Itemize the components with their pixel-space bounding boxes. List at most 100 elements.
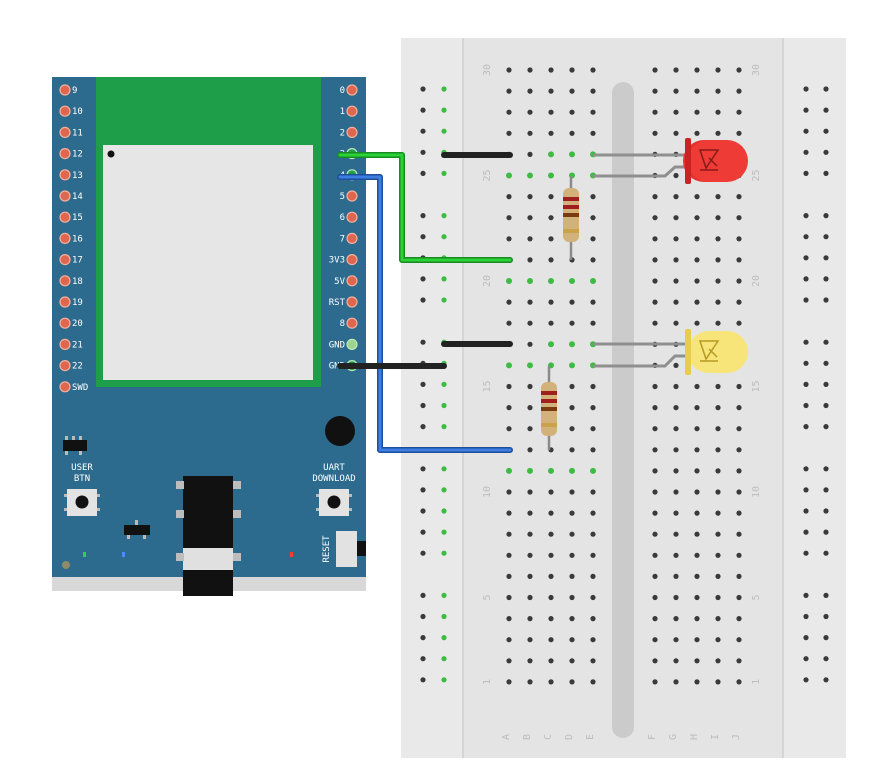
center-channel	[612, 82, 634, 738]
user-btn-label-2: BTN	[74, 474, 90, 484]
pin-hole	[59, 169, 71, 181]
breadboard-hole	[673, 658, 679, 664]
pin-hole	[59, 338, 71, 350]
breadboard-hole	[569, 616, 575, 622]
breadboard-hole	[548, 658, 554, 664]
rail-hole	[803, 234, 809, 240]
breadboard-hole	[569, 531, 575, 537]
breadboard-hole	[548, 637, 554, 643]
breadboard-hole	[673, 215, 679, 221]
breadboard-hole	[673, 383, 679, 390]
rail-hole	[803, 635, 809, 641]
breadboard-hole	[694, 383, 700, 390]
breadboard-hole	[506, 278, 512, 284]
pin-hole	[59, 190, 71, 202]
breadboard-hole	[715, 637, 721, 643]
breadboard-hole	[673, 447, 679, 453]
rail-hole	[803, 466, 809, 472]
breadboard-hole	[527, 362, 533, 369]
pin-label: 2	[340, 128, 345, 138]
pin-hole	[346, 211, 358, 223]
rail-hole	[420, 677, 426, 683]
breadboard-hole	[673, 257, 679, 263]
pin-hole	[346, 84, 358, 96]
breadboard-hole	[590, 405, 596, 411]
rail-hole	[441, 276, 447, 282]
rail-hole	[441, 677, 447, 683]
breadboard-hole	[590, 637, 596, 643]
breadboard-hole	[506, 510, 512, 516]
pin-hole	[346, 317, 358, 329]
breadboard-hole	[590, 299, 596, 305]
pin-label: 16	[72, 234, 83, 244]
breadboard-hole	[673, 362, 679, 368]
breadboard-hole	[548, 320, 554, 326]
uart-download-button[interactable]	[316, 489, 352, 516]
breadboard-hole	[736, 257, 742, 263]
breadboard-hole	[548, 594, 554, 601]
breadboard-hole	[569, 341, 575, 348]
pin-label: 5V	[334, 277, 345, 287]
breadboard-hole	[715, 236, 721, 242]
user-button[interactable]	[64, 489, 100, 516]
column-label: F	[647, 734, 658, 740]
rail-hole	[803, 149, 809, 155]
breadboard-hole	[506, 109, 512, 115]
pin-hole	[59, 254, 71, 266]
breadboard-hole	[652, 215, 658, 221]
row-number-left: 30	[482, 64, 493, 76]
breadboard-hole	[506, 616, 512, 622]
row-number-left: 1	[482, 679, 493, 685]
breadboard-hole	[527, 426, 533, 432]
breadboard-hole	[548, 679, 554, 685]
breadboard-hole	[527, 658, 533, 664]
breadboard-hole	[652, 383, 658, 390]
rail-hole	[803, 592, 809, 599]
rail-hole	[803, 213, 809, 219]
breadboard-hole	[715, 468, 721, 474]
rail-hole	[823, 86, 829, 92]
breadboard-hole	[736, 510, 742, 516]
breadboard-hole	[548, 299, 554, 305]
pin-hole	[59, 275, 71, 287]
breadboard-hole	[715, 215, 721, 221]
pin-hole	[59, 148, 71, 160]
breadboard-hole	[590, 573, 596, 580]
pin-label: 22	[72, 362, 83, 372]
breadboard-hole	[694, 236, 700, 242]
small-chip	[124, 520, 150, 539]
row-number-left: 5	[482, 594, 493, 600]
breadboard-hole	[694, 510, 700, 516]
breadboard-hole	[527, 67, 533, 73]
breadboard-hole	[506, 172, 512, 179]
breadboard-hole	[590, 426, 596, 432]
pin-label: SWD	[72, 383, 88, 393]
breadboard-hole	[715, 447, 721, 453]
breadboard-hole	[548, 236, 554, 242]
breadboard-hole	[527, 109, 533, 115]
breadboard-hole	[652, 67, 658, 73]
rail-hole	[823, 107, 829, 113]
row-number-left: 20	[482, 275, 493, 287]
rail-hole	[823, 466, 829, 472]
row-number-right: 5	[751, 594, 762, 600]
breadboard-hole	[736, 468, 742, 474]
breadboard-hole	[736, 489, 742, 495]
breadboard-hole	[673, 510, 679, 516]
breadboard-hole	[652, 194, 658, 200]
breadboard-hole	[715, 616, 721, 622]
rail-hole	[823, 149, 829, 155]
reset-switch[interactable]	[336, 531, 366, 567]
breadboard-hole	[569, 467, 575, 474]
rail-hole	[420, 487, 426, 493]
breadboard-hole	[506, 362, 512, 369]
pin-label: 18	[72, 277, 83, 287]
wire-blue-pin4	[338, 175, 512, 452]
breadboard-hole	[569, 552, 575, 558]
breadboard-hole	[694, 67, 700, 73]
breadboard-hole	[673, 172, 679, 179]
breadboard-hole	[715, 510, 721, 516]
breadboard-hole	[694, 616, 700, 622]
breadboard-hole	[694, 489, 700, 495]
breadboard-hole	[673, 426, 679, 432]
